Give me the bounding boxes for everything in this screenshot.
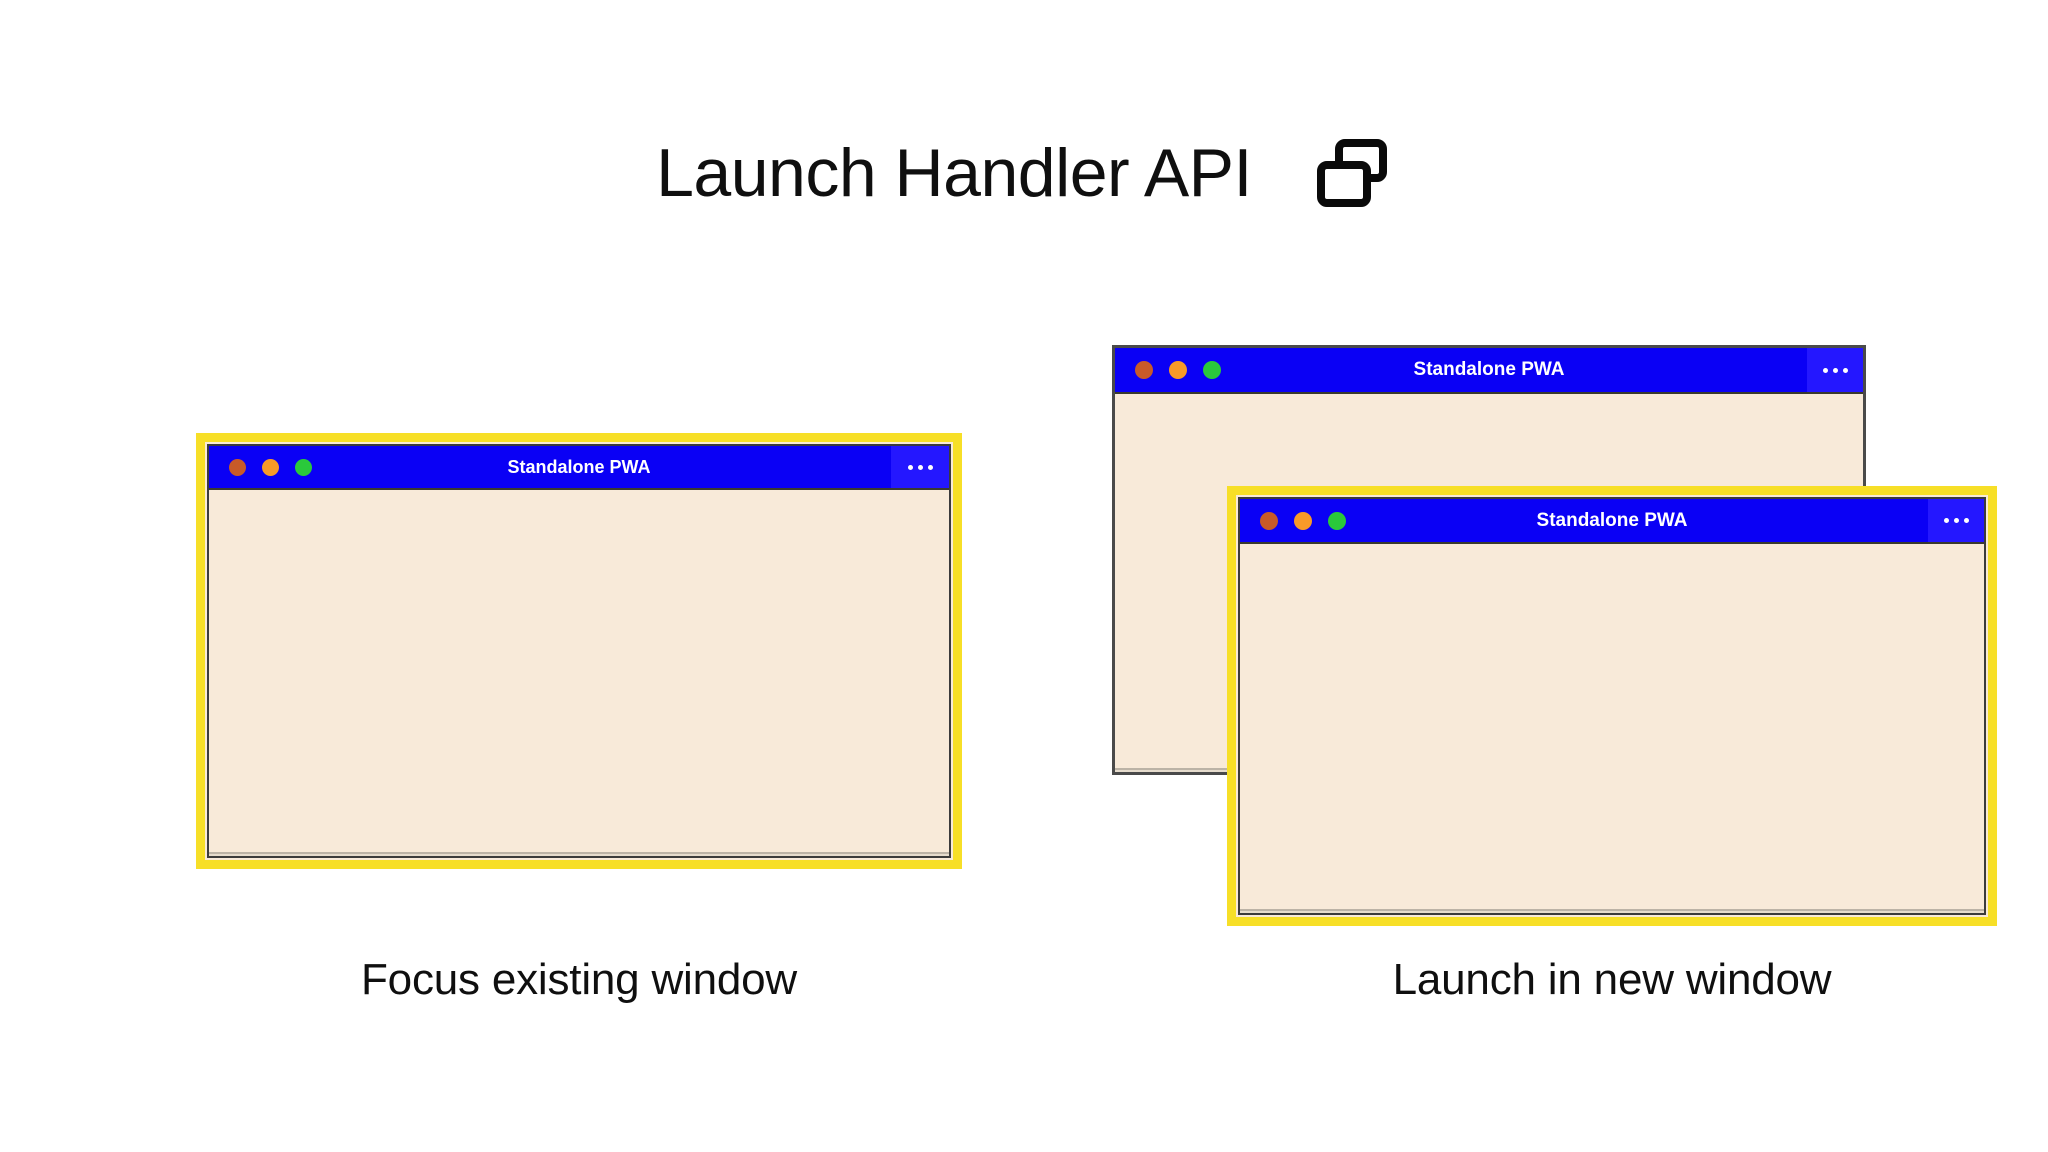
window-content-area	[1240, 542, 1984, 913]
window-titlebar[interactable]: Standalone PWA	[209, 446, 949, 488]
window-title-text: Standalone PWA	[1536, 509, 1688, 531]
maximize-dot-icon[interactable]	[1328, 511, 1346, 530]
minimize-dot-icon[interactable]	[262, 458, 279, 476]
window-controls	[229, 458, 312, 476]
window-titlebar[interactable]: Standalone PWA	[1115, 348, 1863, 392]
window-titlebar[interactable]: Standalone PWA	[1240, 499, 1984, 542]
pwa-window-new-foreground[interactable]: Standalone PWA	[1227, 486, 1997, 926]
window-controls	[1135, 361, 1221, 379]
minimize-dot-icon[interactable]	[1294, 511, 1312, 530]
ellipsis-icon	[907, 464, 933, 470]
ellipsis-icon	[1943, 518, 1969, 523]
window-menu-button[interactable]	[1928, 499, 1984, 542]
minimize-dot-icon[interactable]	[1169, 361, 1187, 379]
caption-launch-new: Launch in new window	[1392, 955, 1832, 1004]
close-dot-icon[interactable]	[229, 458, 246, 476]
window-title-text: Standalone PWA	[1413, 359, 1565, 380]
window-menu-button[interactable]	[891, 446, 949, 488]
maximize-dot-icon[interactable]	[1203, 361, 1221, 379]
caption-focus-existing: Focus existing window	[361, 955, 797, 1004]
window-content-area	[209, 488, 949, 856]
window-frame: Standalone PWA	[1238, 497, 1986, 915]
window-menu-button[interactable]	[1807, 348, 1863, 392]
pwa-window-focus-existing[interactable]: Standalone PWA	[196, 433, 962, 869]
ellipsis-icon	[1822, 367, 1848, 373]
page-title: Launch Handler API	[656, 135, 1252, 211]
maximize-dot-icon[interactable]	[295, 458, 312, 476]
window-controls	[1260, 511, 1346, 530]
window-title-text: Standalone PWA	[507, 456, 651, 477]
close-dot-icon[interactable]	[1135, 361, 1153, 379]
slide-header: Launch Handler API	[0, 118, 2048, 228]
close-dot-icon[interactable]	[1260, 511, 1278, 530]
windows-overlap-icon	[1316, 139, 1387, 207]
window-frame: Standalone PWA	[207, 444, 951, 858]
